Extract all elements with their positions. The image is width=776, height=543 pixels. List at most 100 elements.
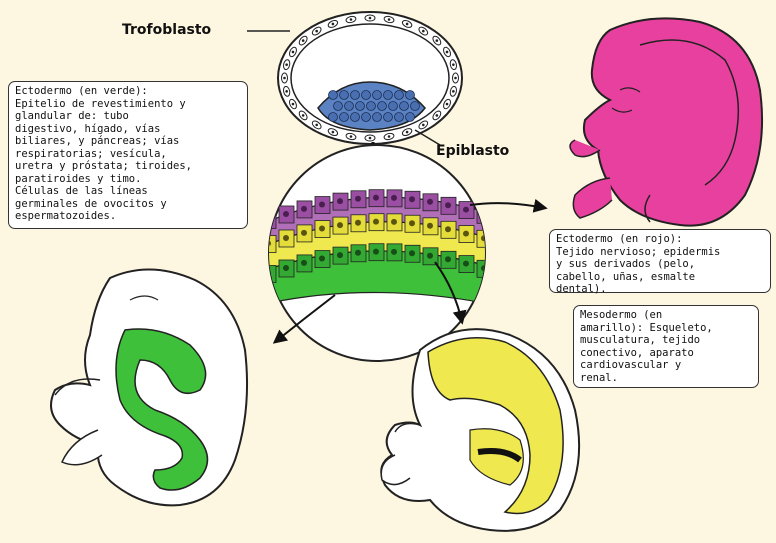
blastocyst bbox=[278, 12, 462, 144]
cell-nucleus bbox=[355, 250, 361, 256]
cell-nucleus bbox=[285, 90, 288, 93]
cell-nucleus bbox=[332, 131, 335, 134]
cell-nucleus bbox=[302, 39, 305, 42]
epiblast-cell bbox=[367, 102, 376, 111]
cell-nucleus bbox=[391, 249, 397, 255]
cell-nucleus bbox=[445, 226, 451, 232]
cell-nucleus bbox=[463, 231, 469, 237]
cell-nucleus bbox=[337, 222, 343, 228]
cell-nucleus bbox=[283, 235, 289, 241]
epiblast-cell bbox=[340, 113, 349, 122]
epiblast-cell bbox=[373, 91, 382, 100]
cell-nucleus bbox=[436, 39, 439, 42]
cell-nucleus bbox=[265, 216, 271, 222]
cell-nucleus bbox=[427, 223, 433, 229]
epiblast-cell bbox=[329, 91, 338, 100]
cell-nucleus bbox=[292, 51, 295, 54]
cell-nucleus bbox=[427, 199, 433, 205]
label-trofoblasto: Trofoblasto bbox=[122, 22, 211, 38]
epiblast-cell bbox=[378, 102, 387, 111]
epiblast-cell bbox=[356, 102, 365, 111]
cell-nucleus bbox=[445, 256, 451, 262]
cell-nucleus bbox=[283, 77, 286, 80]
cell-nucleus bbox=[369, 17, 372, 20]
cell-nucleus bbox=[481, 211, 487, 217]
cell-nucleus bbox=[388, 135, 391, 138]
epiblast-cell bbox=[395, 91, 404, 100]
cell-nucleus bbox=[350, 135, 353, 138]
epiblast-cell bbox=[334, 102, 343, 111]
cell-nucleus bbox=[452, 90, 455, 93]
cell-nucleus bbox=[409, 250, 415, 256]
cell-nucleus bbox=[391, 219, 397, 225]
cell-nucleus bbox=[369, 137, 372, 140]
epiblast-cell bbox=[384, 113, 393, 122]
cell-nucleus bbox=[355, 196, 361, 202]
cell-nucleus bbox=[265, 240, 271, 246]
epiblast-cell bbox=[329, 113, 338, 122]
epiblast-cell bbox=[400, 102, 409, 111]
cell-nucleus bbox=[301, 206, 307, 212]
epiblast-cell bbox=[384, 91, 393, 100]
epiblast-cell bbox=[411, 102, 420, 111]
cell-nucleus bbox=[319, 202, 325, 208]
cell-nucleus bbox=[409, 196, 415, 202]
disc-cell bbox=[477, 206, 492, 223]
arrow-to-ectoderm bbox=[470, 203, 545, 208]
cell-nucleus bbox=[292, 103, 295, 106]
epiblast-cell bbox=[389, 102, 398, 111]
trilaminar-disc bbox=[260, 145, 495, 361]
cell-nucleus bbox=[422, 124, 425, 127]
cell-nucleus bbox=[319, 256, 325, 262]
cell-nucleus bbox=[315, 30, 318, 33]
epiblast-cell bbox=[351, 91, 360, 100]
epiblast-cell bbox=[406, 91, 415, 100]
cell-nucleus bbox=[391, 195, 397, 201]
cell-nucleus bbox=[285, 63, 288, 66]
cell-nucleus bbox=[454, 77, 457, 80]
cell-nucleus bbox=[319, 226, 325, 232]
embryo-ectoderm-pink bbox=[570, 18, 762, 225]
cell-nucleus bbox=[332, 23, 335, 26]
cell-nucleus bbox=[373, 195, 379, 201]
epiblast-cell bbox=[362, 113, 371, 122]
cell-nucleus bbox=[283, 211, 289, 217]
epiblast-cell bbox=[373, 113, 382, 122]
cell-nucleus bbox=[427, 253, 433, 259]
epiblast-cell bbox=[395, 113, 404, 122]
cell-nucleus bbox=[446, 103, 449, 106]
note-ectodermo-verde: Ectodermo (en verde): Epitelio de revest… bbox=[8, 81, 248, 229]
epiblast-cell bbox=[362, 91, 371, 100]
cell-nucleus bbox=[446, 51, 449, 54]
cell-nucleus bbox=[301, 230, 307, 236]
cell-nucleus bbox=[422, 30, 425, 33]
cell-nucleus bbox=[337, 252, 343, 258]
cell-nucleus bbox=[283, 265, 289, 271]
cell-nucleus bbox=[452, 63, 455, 66]
note-ectodermo-rojo: Ectodermo (en rojo): Tejido nervioso; ep… bbox=[549, 229, 771, 293]
cell-nucleus bbox=[315, 124, 318, 127]
cell-nucleus bbox=[355, 220, 361, 226]
cell-nucleus bbox=[463, 207, 469, 213]
cell-nucleus bbox=[445, 202, 451, 208]
disc-cell bbox=[261, 265, 276, 282]
cell-nucleus bbox=[373, 219, 379, 225]
epiblast-cell bbox=[345, 102, 354, 111]
cell-nucleus bbox=[388, 18, 391, 21]
cell-nucleus bbox=[409, 220, 415, 226]
epiblast-cell bbox=[406, 113, 415, 122]
cell-nucleus bbox=[302, 114, 305, 117]
label-epiblasto: Epiblasto bbox=[436, 143, 509, 159]
cell-nucleus bbox=[337, 198, 343, 204]
epiblast-cell bbox=[351, 113, 360, 122]
cell-nucleus bbox=[463, 261, 469, 267]
epiblast-cell bbox=[340, 91, 349, 100]
note-mesodermo-amarillo: Mesodermo (en amarillo): Esqueleto, musc… bbox=[573, 305, 759, 388]
cell-nucleus bbox=[406, 23, 409, 26]
cell-nucleus bbox=[350, 18, 353, 21]
embryo-endoderm-green bbox=[51, 269, 247, 505]
cell-nucleus bbox=[373, 249, 379, 255]
embryo-mesoderm-yellow bbox=[381, 329, 579, 531]
epiblast-cells bbox=[329, 91, 420, 122]
cell-nucleus bbox=[436, 114, 439, 117]
